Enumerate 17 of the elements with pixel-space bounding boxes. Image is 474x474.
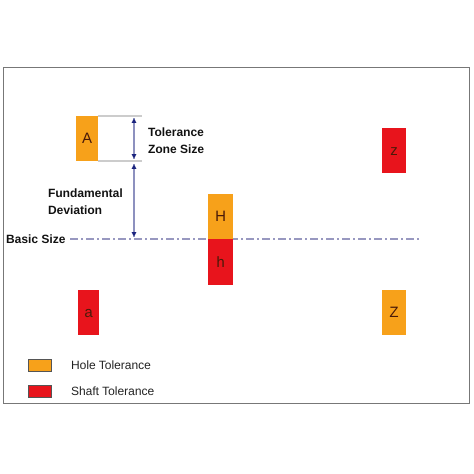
dimension-label: Fundamental Deviation <box>48 185 124 219</box>
zone-letter: A <box>82 131 92 146</box>
zone-letter: z <box>390 143 398 158</box>
zone-letter: h <box>216 254 225 270</box>
tolerance-zone <box>382 128 406 173</box>
zone-letter: Z <box>389 305 399 320</box>
tolerance-zone <box>382 290 406 335</box>
tolerance-zone <box>208 194 233 239</box>
zone-letter: a <box>84 305 93 320</box>
tolerance-zone <box>76 116 98 161</box>
tolerance-zone <box>78 290 99 335</box>
dimension-label: Basic Size <box>6 231 66 248</box>
dimension-label: Tolerance Zone Size <box>148 124 206 158</box>
tolerance-zone <box>208 239 233 285</box>
legend-label: Hole Tolerance <box>71 357 151 374</box>
legend-label: Shaft Tolerance <box>71 383 154 400</box>
zone-letter: H <box>215 209 226 224</box>
